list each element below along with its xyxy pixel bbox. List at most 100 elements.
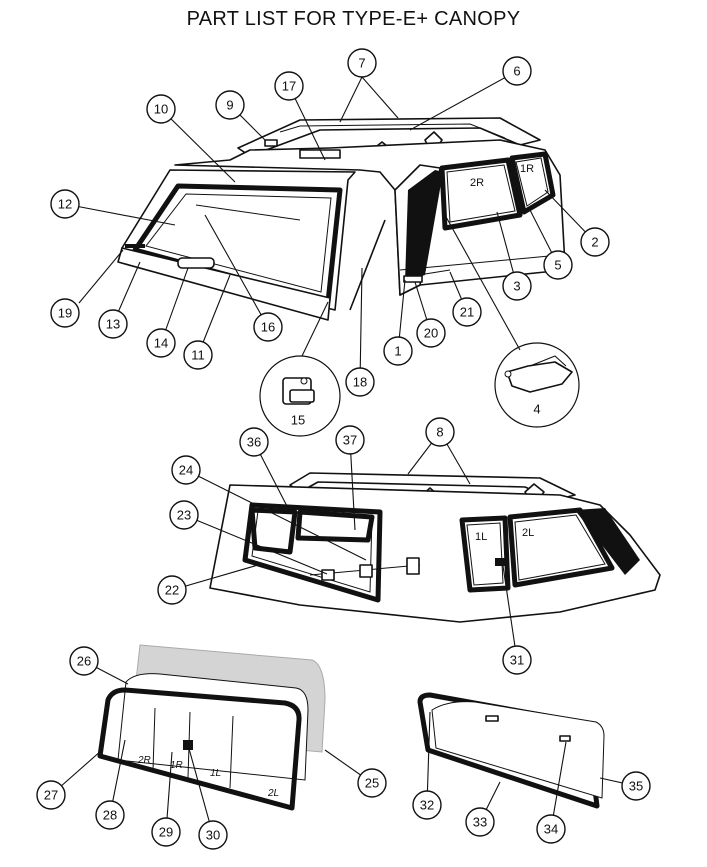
front-frame-seal — [97, 687, 302, 811]
callout-37: 37 — [335, 425, 365, 455]
callout-30: 30 — [198, 820, 228, 850]
callout-13: 13 — [98, 309, 128, 339]
callout-23: 23 — [169, 500, 199, 530]
svg-text:9: 9 — [226, 98, 233, 113]
window-label-1r: 1R — [520, 163, 534, 175]
svg-text:21: 21 — [460, 305, 474, 320]
callout-2: 2 — [580, 227, 610, 257]
svg-text:30: 30 — [206, 828, 220, 843]
side-window-1r-glass — [515, 157, 549, 207]
svg-text:22: 22 — [165, 583, 179, 598]
callout-9: 9 — [215, 90, 245, 120]
svg-text:17: 17 — [282, 79, 296, 94]
callout-6: 6 — [502, 56, 532, 86]
svg-text:34: 34 — [544, 822, 558, 837]
svg-text:33: 33 — [473, 815, 487, 830]
callout-28: 28 — [95, 800, 125, 830]
side-dark-panel — [405, 170, 443, 282]
svg-text:23: 23 — [177, 508, 191, 523]
svg-text:11: 11 — [191, 348, 205, 363]
rear-handle — [177, 257, 215, 269]
rear-window-assembly — [417, 692, 605, 809]
svg-text:19: 19 — [58, 306, 72, 321]
window-label-1l: 1L — [475, 531, 487, 543]
brake-light — [299, 149, 341, 159]
callout-11: 11 — [183, 340, 213, 370]
bracket-c — [406, 557, 420, 575]
side-window-2r-glass — [446, 164, 516, 223]
side-light — [403, 275, 423, 283]
svg-text:25: 25 — [365, 776, 379, 791]
svg-text:14: 14 — [154, 336, 168, 351]
callout-17: 17 — [274, 71, 304, 101]
front-window-assembly: 2R 1R 1L 2L — [97, 644, 326, 811]
type-e-logo — [424, 269, 451, 275]
callout-18: 18 — [345, 367, 375, 397]
callout-24: 24 — [171, 455, 201, 485]
callout-21: 21 — [452, 297, 482, 327]
callout-22: 22 — [157, 575, 187, 605]
callout-27: 27 — [36, 780, 66, 810]
callout-32: 32 — [412, 790, 442, 820]
svg-text:29: 29 — [159, 825, 173, 840]
svg-text:32: 32 — [420, 798, 434, 813]
svg-text:1: 1 — [394, 344, 401, 359]
svg-text:5: 5 — [554, 258, 561, 273]
callout-35: 35 — [621, 771, 651, 801]
callout-10: 10 — [146, 94, 176, 124]
side-window-1l-seal — [459, 515, 511, 593]
callout-25: 25 — [357, 768, 387, 798]
canopy-interior-view: 1L 2L — [209, 472, 661, 623]
window-label-2r: 2R — [470, 177, 484, 189]
detail-15 — [259, 355, 341, 437]
front-slider-left — [249, 507, 298, 555]
svg-text:8: 8 — [436, 425, 443, 440]
latch-31 — [495, 558, 509, 566]
svg-text:13: 13 — [106, 317, 120, 332]
side-window-2l-glass — [514, 514, 606, 581]
callout-34: 34 — [536, 814, 566, 844]
callout-8: 8 — [425, 417, 455, 447]
side-window-2l-seal — [507, 507, 615, 588]
callout-31: 31 — [502, 645, 532, 675]
callout-20: 20 — [416, 318, 446, 348]
callout-29: 29 — [151, 817, 181, 847]
svg-text:28: 28 — [103, 808, 117, 823]
svg-text:7: 7 — [358, 56, 365, 71]
gas-strut — [349, 219, 386, 311]
front-label-2l: 2L — [267, 788, 279, 799]
detail-4 — [494, 342, 580, 428]
svg-text:24: 24 — [179, 463, 193, 478]
rear-badge — [125, 244, 145, 248]
bracket-b — [359, 564, 373, 578]
svg-text:18: 18 — [353, 375, 367, 390]
glass-stopper — [485, 715, 499, 722]
front-slider-right — [295, 509, 375, 543]
callout-14: 14 — [146, 328, 176, 358]
rear-door-glass — [145, 193, 332, 293]
front-label-1l: 1L — [210, 768, 221, 779]
svg-text:16: 16 — [261, 320, 275, 335]
svg-text:2: 2 — [591, 235, 598, 250]
rear-lower-panel — [117, 247, 331, 321]
callout-5: 5 — [543, 250, 573, 280]
side-window-2r-seal — [439, 157, 523, 231]
svg-text:12: 12 — [58, 197, 72, 212]
front-label-2r: 2R — [137, 755, 151, 766]
callout-19: 19 — [50, 298, 80, 328]
svg-text:4: 4 — [533, 402, 540, 417]
svg-text:36: 36 — [247, 435, 261, 450]
side-window-1l-glass — [466, 522, 504, 586]
bracket-a — [321, 569, 335, 581]
svg-text:15: 15 — [291, 413, 305, 428]
svg-text:3: 3 — [513, 279, 520, 294]
svg-text:31: 31 — [510, 653, 524, 668]
roof-cap — [264, 139, 278, 147]
svg-text:10: 10 — [154, 102, 168, 117]
window-label-2l: 2L — [522, 527, 534, 539]
svg-text:20: 20 — [424, 326, 438, 341]
callout-3: 3 — [502, 271, 532, 301]
callout-4: 4 — [533, 402, 540, 417]
svg-text:27: 27 — [44, 788, 58, 803]
